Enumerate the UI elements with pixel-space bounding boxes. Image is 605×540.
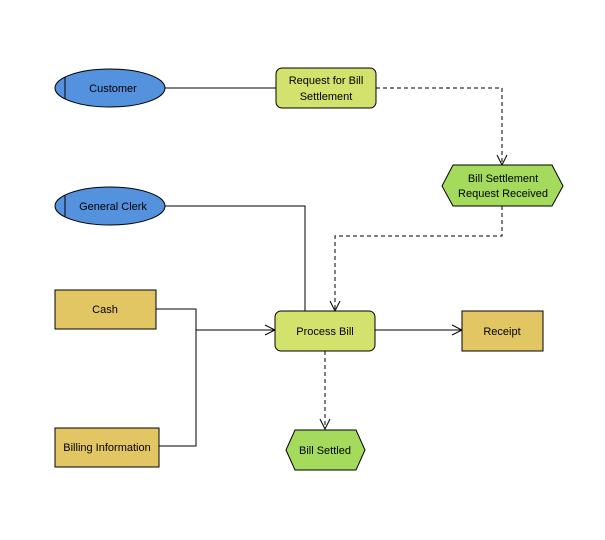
general-clerk-label: General Clerk [79, 201, 147, 213]
customer-label: Customer [89, 83, 137, 95]
receipt-label: Receipt [483, 326, 520, 338]
bill-settlement-request-received-label-line1: Bill Settlement [468, 173, 538, 185]
receipt-node[interactable]: Receipt [461, 310, 544, 352]
connector-event-to-process-bill [335, 206, 503, 311]
cash-label: Cash [92, 304, 118, 316]
general-clerk-node[interactable]: General Clerk [54, 186, 166, 226]
request-bill-settlement-label-line2: Settlement [300, 91, 353, 103]
cash-node[interactable]: Cash [54, 289, 157, 330]
bill-settlement-request-received-node[interactable]: Bill Settlement Request Received [441, 164, 564, 207]
billing-information-node[interactable]: Billing Information [54, 427, 160, 468]
request-bill-settlement-node[interactable]: Request for Bill Settlement [275, 67, 377, 109]
billing-information-label: Billing Information [63, 442, 150, 454]
bill-settled-node[interactable]: Bill Settled [285, 429, 366, 471]
process-bill-node[interactable]: Process Bill [274, 310, 376, 352]
connector-clerk-to-process-bill [165, 205, 306, 311]
process-bill-label: Process Bill [296, 326, 353, 338]
bill-settlement-request-received-label-line2: Request Received [458, 188, 548, 200]
connector-request-to-event [376, 87, 502, 165]
connector-cash-to-process-bill [156, 308, 275, 330]
connector-billing-info-to-process-bill [159, 330, 197, 447]
request-bill-settlement-label-line1: Request for Bill [289, 75, 364, 87]
customer-node[interactable]: Customer [54, 68, 166, 108]
bill-settled-label: Bill Settled [299, 445, 351, 457]
